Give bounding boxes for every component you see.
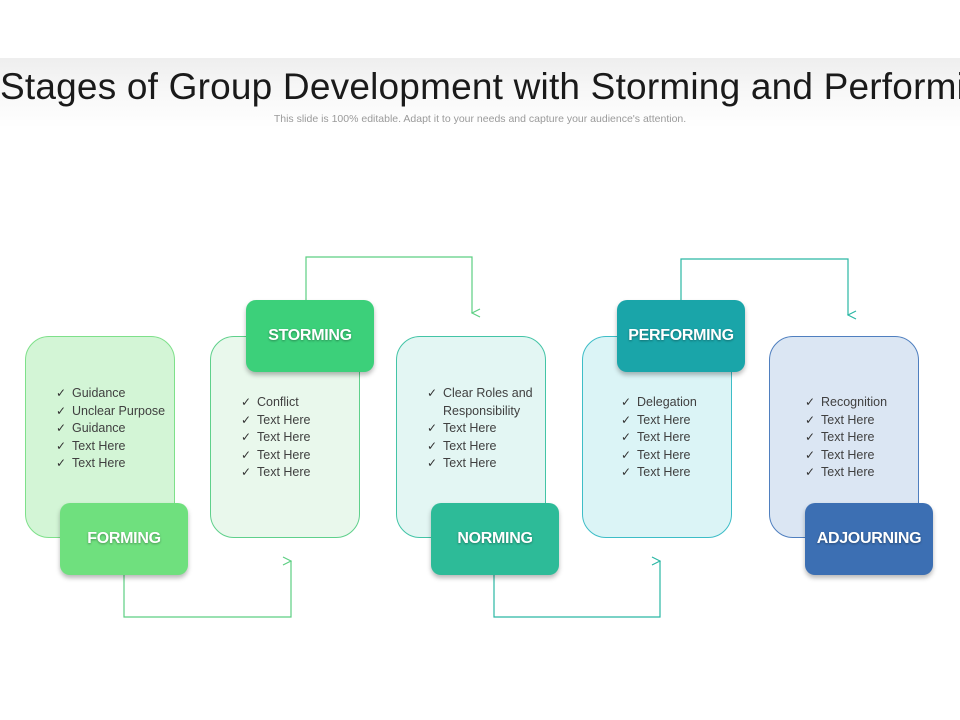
check-icon: ✓ <box>241 412 252 427</box>
check-icon: ✓ <box>427 456 438 471</box>
stage-label-forming: FORMING <box>60 503 188 575</box>
check-icon: ✓ <box>241 465 252 480</box>
list-item: ✓Guidance <box>56 420 168 438</box>
list-item: ✓Text Here <box>241 429 353 447</box>
check-icon: ✓ <box>427 386 438 400</box>
check-icon: ✓ <box>621 412 632 427</box>
check-icon: ✓ <box>427 421 438 436</box>
connector-storming-to-norming <box>305 256 472 313</box>
storming-list: ✓Conflict ✓Text Here ✓Text Here ✓Text He… <box>241 394 353 482</box>
list-item: ✓Unclear Purpose <box>56 403 168 421</box>
list-item: ✓Delegation <box>621 394 733 412</box>
list-item: ✓Text Here <box>241 447 353 465</box>
check-icon: ✓ <box>621 465 632 480</box>
list-item: ✓Text Here <box>427 438 539 456</box>
check-icon: ✓ <box>241 395 252 409</box>
list-item: ✓Text Here <box>621 447 733 465</box>
list-item: ✓Recognition <box>805 394 917 412</box>
check-icon: ✓ <box>56 438 67 453</box>
stage-label-norming: NORMING <box>431 503 559 575</box>
performing-list: ✓Delegation ✓Text Here ✓Text Here ✓Text … <box>621 394 733 482</box>
check-icon: ✓ <box>621 447 632 462</box>
list-item: ✓Text Here <box>805 429 917 447</box>
norming-list: ✓Clear Roles and Responsibility ✓Text He… <box>427 385 539 473</box>
stage-label-storming: STORMING <box>246 300 374 372</box>
check-icon: ✓ <box>805 412 816 427</box>
stage-label-adjourning: ADJOURNING <box>805 503 933 575</box>
title-band <box>0 58 960 128</box>
list-item: ✓Text Here <box>621 412 733 430</box>
check-icon: ✓ <box>427 438 438 453</box>
connector-norming-to-performing <box>493 561 660 618</box>
adjourning-list: ✓Recognition ✓Text Here ✓Text Here ✓Text… <box>805 394 917 482</box>
check-icon: ✓ <box>805 395 816 409</box>
check-icon: ✓ <box>56 386 67 400</box>
check-icon: ✓ <box>621 395 632 409</box>
list-item: ✓Text Here <box>805 464 917 482</box>
list-item: ✓Text Here <box>56 438 168 456</box>
page-title: Stages of Group Development with Stormin… <box>0 66 960 107</box>
list-item: ✓Text Here <box>241 412 353 430</box>
check-icon: ✓ <box>805 447 816 462</box>
list-item: ✓Text Here <box>621 464 733 482</box>
connector-forming-to-storming <box>123 561 291 618</box>
list-item: ✓Clear Roles and Responsibility <box>427 386 533 418</box>
check-icon: ✓ <box>241 430 252 445</box>
page-subtitle: This slide is 100% editable. Adapt it to… <box>273 113 687 125</box>
connector-performing-to-adjourning <box>680 258 848 315</box>
check-icon: ✓ <box>621 430 632 445</box>
check-icon: ✓ <box>56 403 67 418</box>
list-item: ✓Guidance <box>56 385 168 403</box>
check-icon: ✓ <box>56 456 67 471</box>
list-item: ✓Text Here <box>56 455 168 473</box>
list-item: ✓Conflict <box>241 394 353 412</box>
list-item: ✓Text Here <box>427 420 539 438</box>
check-icon: ✓ <box>805 465 816 480</box>
list-item: ✓Text Here <box>427 455 539 473</box>
list-item: ✓Text Here <box>805 412 917 430</box>
check-icon: ✓ <box>56 421 67 436</box>
list-item: ✓Text Here <box>241 464 353 482</box>
forming-list: ✓Guidance ✓Unclear Purpose ✓Guidance ✓Te… <box>56 385 168 473</box>
check-icon: ✓ <box>241 447 252 462</box>
check-icon: ✓ <box>805 430 816 445</box>
list-item: ✓Text Here <box>621 429 733 447</box>
stage-label-performing: PERFORMING <box>617 300 745 372</box>
list-item: ✓Text Here <box>805 447 917 465</box>
